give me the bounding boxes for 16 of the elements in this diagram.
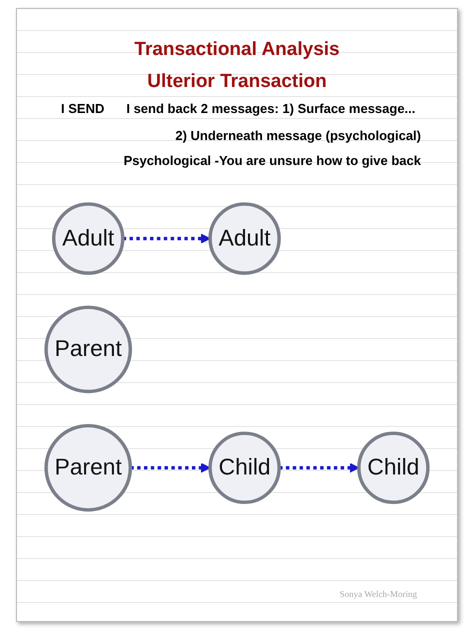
node-circle: Adult <box>208 202 281 275</box>
arrow <box>130 462 211 473</box>
node-circle: Child <box>357 432 430 504</box>
arrow <box>279 462 360 473</box>
subtitle: Ulterior Transaction <box>146 71 328 93</box>
arrow <box>122 234 211 244</box>
author-credit: Sonya Welch-Moring <box>340 589 417 599</box>
note-text: Psychological -You are unsure how to give back <box>122 153 421 168</box>
node-circle: Child <box>208 432 281 504</box>
message-text: I send back 2 messages: 1) Surface message... <box>126 101 416 116</box>
message-text: 2) Underneath message (psychological) <box>174 128 421 143</box>
node-circle: Parent <box>44 306 132 394</box>
title: Transactional Analysis <box>133 38 341 61</box>
node-circle: Adult <box>52 202 124 275</box>
node-circle: Parent <box>44 424 132 512</box>
speaker-label: I SEND <box>61 101 104 116</box>
